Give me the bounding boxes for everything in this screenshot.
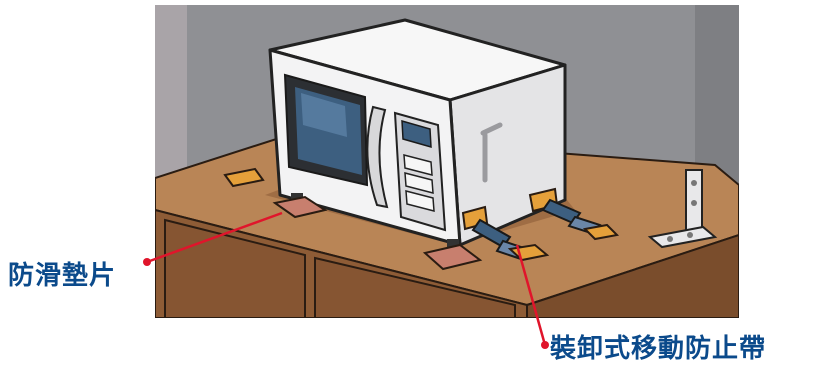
anti-slip-pad-label: 防滑墊片 xyxy=(8,255,116,292)
microwave-safety-illustration xyxy=(155,5,739,318)
screw xyxy=(691,200,697,206)
removable-strap-label: 裝卸式移動防止帶 xyxy=(550,328,766,365)
leader-dot-anti-slip-pad xyxy=(143,258,151,266)
screw xyxy=(691,180,697,186)
screw xyxy=(687,232,693,238)
leader-dot-strap xyxy=(541,341,549,349)
screw xyxy=(667,236,673,242)
